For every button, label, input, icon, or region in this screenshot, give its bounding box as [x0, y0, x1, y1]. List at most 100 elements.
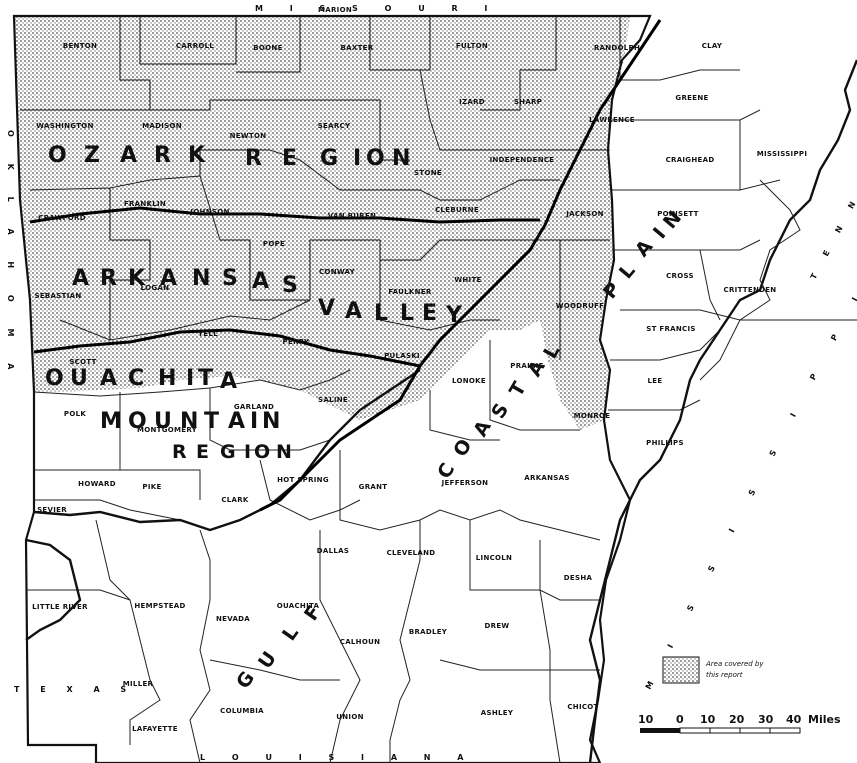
- county-label: MISSISSIPPI: [757, 150, 807, 158]
- county-label: RANDOLPH: [594, 44, 640, 52]
- legend-swatch: [662, 656, 700, 684]
- county-label: BAXTER: [341, 44, 374, 52]
- region-letter: O: [366, 146, 387, 171]
- county-label: DALLAS: [317, 547, 349, 555]
- county-label: UNION: [336, 713, 363, 721]
- legend-line2: this report: [706, 671, 743, 679]
- region-letter: A: [228, 409, 247, 434]
- area-covered-shading: [14, 16, 630, 430]
- louisiana-label: L O U I S I A N A: [200, 753, 475, 762]
- region-letter: N: [276, 441, 292, 463]
- county-label: JACKSON: [565, 210, 604, 218]
- region-letter: S: [222, 266, 240, 291]
- county-label: CRAIGHEAD: [666, 156, 715, 164]
- county-label: BRADLEY: [409, 628, 448, 636]
- region-letter: I: [186, 366, 196, 391]
- region-letter: K: [188, 143, 207, 168]
- county-label: YELL: [197, 330, 218, 338]
- county-label: SEARCY: [318, 122, 351, 130]
- region-letter: A: [120, 143, 139, 168]
- county-label: CRAWFORD: [38, 214, 86, 222]
- region-letter: I: [244, 441, 251, 463]
- scale-label: 10: [700, 713, 716, 726]
- county-label: OUACHITA: [277, 602, 320, 610]
- region-letter: I: [250, 409, 260, 434]
- county-label: MONROE: [574, 412, 611, 420]
- region-letter: H: [158, 366, 178, 391]
- county-label: CRITTENDEN: [724, 286, 777, 294]
- county-label: SALINE: [318, 396, 348, 404]
- mountain-region-word: R E G I O N: [172, 441, 292, 463]
- county-label: CROSS: [666, 272, 694, 280]
- county-label: PULASKI: [384, 352, 420, 360]
- county-label: FULTON: [456, 42, 488, 50]
- region-letter: R: [100, 266, 119, 291]
- region-letter: R: [154, 143, 173, 168]
- ouachita-river-line: [33, 369, 421, 532]
- region-letter: L: [615, 260, 640, 283]
- region-letter: R: [172, 441, 187, 463]
- region-letter: L: [400, 301, 416, 326]
- county-label: VAN BUREN: [328, 212, 376, 220]
- region-letter: G: [232, 667, 259, 692]
- county-label: NEVADA: [216, 615, 250, 623]
- county-boundaries: [20, 16, 857, 763]
- region-letter: N: [180, 409, 200, 434]
- region-letter: O: [48, 143, 69, 168]
- ozark-label: O Z A R K: [48, 143, 207, 168]
- st-francis-river: [699, 179, 801, 381]
- county-label: GRANT: [359, 483, 388, 491]
- county-label: GREENE: [675, 94, 708, 102]
- ozark-region-word: R E G I O N: [245, 146, 410, 171]
- region-letter: A: [160, 266, 179, 291]
- region-letter: N: [262, 409, 282, 434]
- county-label: CLARK: [221, 496, 249, 504]
- region-letter: L: [278, 622, 303, 645]
- county-label: PIKE: [142, 483, 161, 491]
- region-letter: A: [523, 357, 550, 381]
- legend-line1: Area covered by: [705, 660, 764, 668]
- region-letter: O: [45, 366, 66, 391]
- county-label: HOT SPRING: [277, 476, 329, 484]
- ozark-valley-boundary: [29, 206, 540, 224]
- region-letter: I: [353, 146, 363, 171]
- county-label: PHILLIPS: [646, 439, 684, 447]
- county-label: CLEVELAND: [387, 549, 436, 557]
- missouri-label: M I S S O U R I: [255, 4, 499, 13]
- county-label: BENTON: [63, 42, 97, 50]
- county-label: LOGAN: [141, 284, 170, 292]
- county-label: STONE: [414, 169, 442, 177]
- region-letter: A: [252, 269, 271, 294]
- fall-line: [259, 19, 662, 512]
- county-label: NEWTON: [230, 132, 267, 140]
- texas-label: T E X A S: [14, 685, 135, 694]
- county-label: WHITE: [454, 276, 481, 284]
- scale-bar-segment: [640, 728, 680, 733]
- county-label: FRANKLIN: [124, 200, 166, 208]
- mississippi-river: [588, 59, 857, 763]
- region-letter: U: [70, 366, 90, 391]
- legend: Area covered by this report: [662, 656, 764, 684]
- county-label: POLK: [64, 410, 86, 418]
- county-label: MARION: [318, 6, 352, 14]
- county-label: JEFFERSON: [441, 479, 489, 487]
- county-label: MILLER: [123, 680, 154, 688]
- region-letter: O: [449, 436, 476, 461]
- county-label: CALHOUN: [340, 638, 380, 646]
- oklahoma-label: O K L A H O M A: [6, 130, 15, 381]
- county-label: LAFAYETTE: [132, 725, 178, 733]
- region-letter: G: [220, 441, 236, 463]
- county-label: SHARP: [514, 98, 542, 106]
- county-label: LAWRENCE: [589, 116, 635, 124]
- region-letter: Y: [445, 303, 464, 328]
- region-letter: U: [254, 648, 281, 673]
- county-label: IZARD: [459, 98, 485, 106]
- scale-label: 0: [676, 713, 684, 726]
- arkansas-label: A R K A N S A S: [72, 266, 298, 298]
- region-letter: A: [220, 369, 239, 394]
- county-label: ASHLEY: [481, 709, 514, 717]
- county-label: GARLAND: [234, 403, 274, 411]
- region-letter: O: [254, 441, 270, 463]
- scale-unit: Miles: [808, 713, 841, 726]
